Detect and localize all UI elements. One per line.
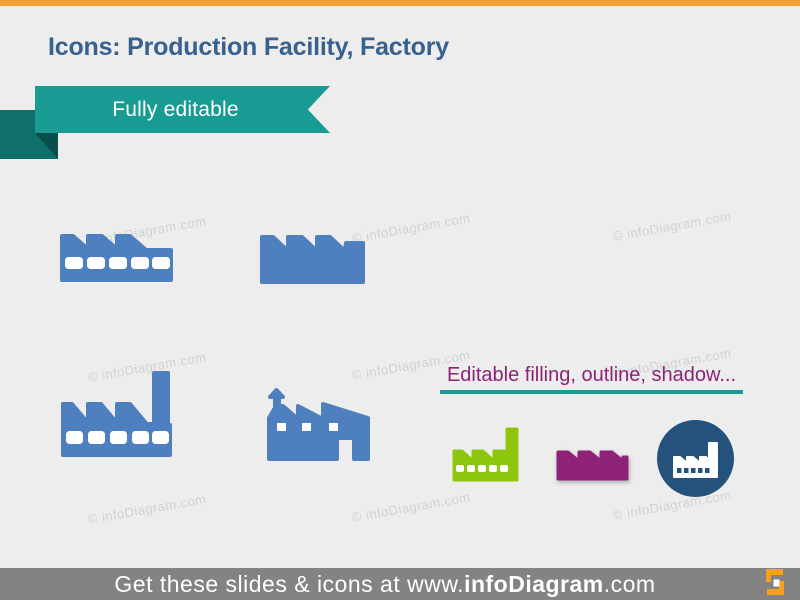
top-accent-bar bbox=[0, 0, 800, 6]
factory-window bbox=[131, 257, 149, 269]
factory-window bbox=[66, 431, 83, 444]
logo-center-square bbox=[773, 579, 780, 587]
warehouse-window bbox=[277, 423, 286, 431]
infodiagram-logo-icon bbox=[766, 569, 784, 595]
factory-window bbox=[110, 431, 127, 444]
warehouse-with-vent-icon bbox=[267, 388, 370, 461]
warehouse-window bbox=[302, 423, 311, 431]
factory-window bbox=[489, 465, 497, 472]
editable-demo-underline bbox=[440, 390, 743, 394]
factory-white-on-navy-circle-icon bbox=[657, 420, 734, 497]
factory-window bbox=[677, 468, 682, 473]
factory-chimney-windows-icon bbox=[61, 371, 172, 457]
factory-window bbox=[478, 465, 486, 472]
watermark: © infoDiagram.com bbox=[350, 489, 472, 525]
watermark: © infoDiagram.com bbox=[611, 208, 733, 244]
ribbon-label: Fully editable bbox=[112, 97, 239, 121]
footer-bar bbox=[0, 568, 800, 600]
factory-window bbox=[132, 431, 149, 444]
factory-filled-purple-icon bbox=[556, 450, 629, 481]
watermark: © infoDiagram.com bbox=[86, 491, 208, 527]
factory-window bbox=[698, 468, 703, 473]
warehouse-chimney bbox=[273, 398, 281, 409]
factory-window bbox=[109, 257, 127, 269]
editable-demo-heading: Editable filling, outline, shadow... bbox=[446, 364, 737, 386]
factory-window bbox=[456, 465, 464, 472]
watermark: © infoDiagram.com bbox=[350, 210, 472, 246]
factory-sawtooth-windows-icon bbox=[60, 234, 173, 282]
factory-window bbox=[152, 257, 170, 269]
footer-text: Get these slides & icons at www.infoDiag… bbox=[0, 568, 770, 600]
ribbon-banner: Fully editable bbox=[35, 86, 330, 133]
factory-window bbox=[500, 465, 508, 472]
factory-window bbox=[705, 468, 710, 473]
factory-window bbox=[684, 468, 689, 473]
footer-text-suffix: .com bbox=[603, 571, 656, 597]
factory-window bbox=[467, 465, 475, 472]
factory-window bbox=[65, 257, 83, 269]
footer-text-prefix: Get these slides & icons at www. bbox=[114, 571, 465, 597]
factory-sawtooth-solid-icon bbox=[260, 235, 365, 284]
factory-window bbox=[87, 257, 105, 269]
brand-name: infoDiagram bbox=[464, 571, 604, 597]
warehouse-window bbox=[329, 423, 338, 431]
factory-filled-green-icon bbox=[452, 427, 519, 482]
page-title: Icons: Production Facility, Factory bbox=[48, 33, 449, 61]
factory-window bbox=[88, 431, 105, 444]
factory-window bbox=[691, 468, 696, 473]
factory-window bbox=[152, 431, 169, 444]
